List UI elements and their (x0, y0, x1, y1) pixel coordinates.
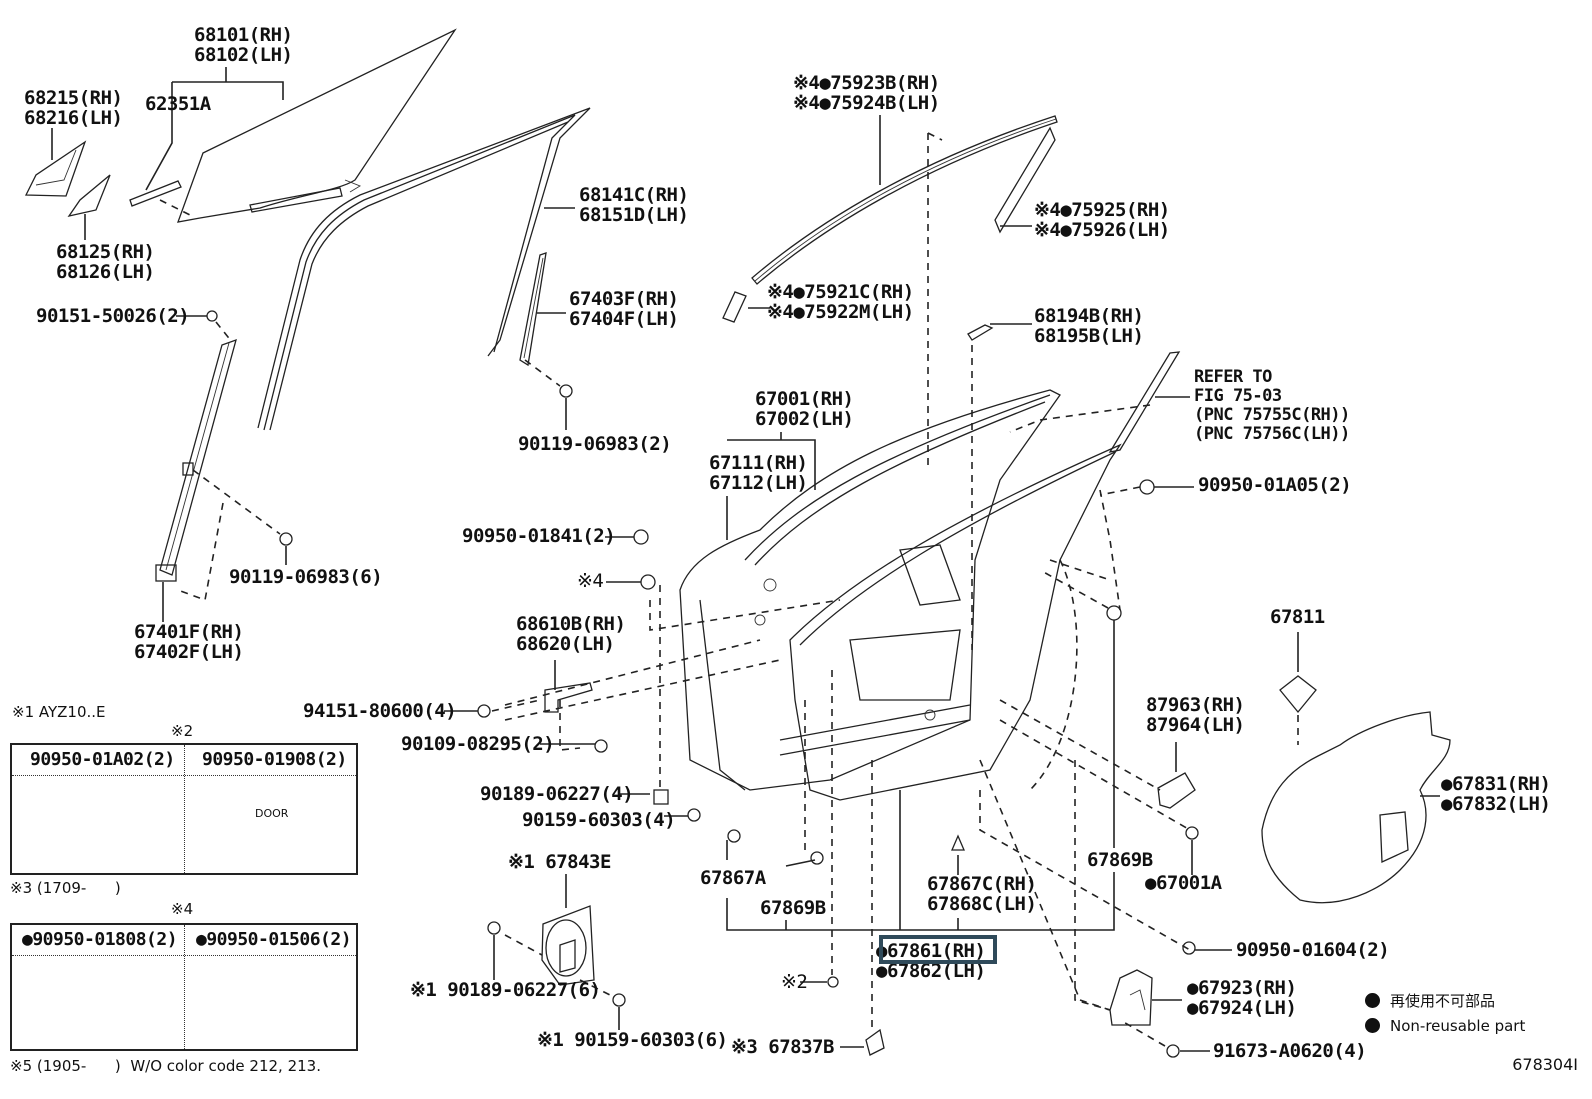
note-mark3: ※3 (1709- ) (10, 879, 121, 897)
hinge-68610B[interactable] (544, 682, 593, 751)
label-68215[interactable]: 68215(RH)68216(LH) (24, 87, 123, 129)
label-90151[interactable]: 90151-50026(2) (36, 305, 190, 327)
door-guide-lines (504, 489, 1191, 1030)
label-67837B[interactable]: ※3 67837B (731, 1036, 834, 1058)
label-67831[interactable]: ●67831(RH)●67832(LH) (1441, 773, 1551, 815)
label-67001A[interactable]: ●67001A (1145, 872, 1222, 894)
label-90189-6[interactable]: ※1 90189-06227(6) (410, 979, 601, 1001)
label-90119-6[interactable]: 90119-06983(6) (229, 566, 383, 588)
selected-part-highlight[interactable] (879, 935, 997, 964)
cover-67811[interactable] (1279, 675, 1317, 745)
label-91673[interactable]: 91673-A0620(4) (1213, 1040, 1367, 1062)
table4-col2[interactable]: ●90950-01506(2) (196, 929, 352, 950)
non-reusable-bullet-icon (1365, 993, 1380, 1008)
label-68141[interactable]: 68141C(RH)68151D(LH) (579, 184, 689, 226)
label-90119-2[interactable]: 90119-06983(2) (518, 433, 672, 455)
table2-mark: ※2 (171, 722, 194, 740)
table4-col1[interactable]: ●90950-01808(2) (22, 929, 178, 950)
quarter-glass-68125[interactable] (67, 174, 111, 217)
label-68125[interactable]: 68125(RH)68126(LH) (56, 241, 155, 283)
label-67869B-left[interactable]: 67869B (760, 897, 826, 919)
label-62351A[interactable]: 62351A (145, 93, 211, 115)
label-94151[interactable]: 94151-80600(4) (303, 700, 457, 722)
door-panel-67001[interactable] (679, 389, 1122, 801)
figure-id: 678304I (1512, 1055, 1578, 1074)
service-hole-cover-67831[interactable] (1261, 711, 1451, 904)
moulding-75921C[interactable] (722, 291, 747, 323)
glass-channel-62351A[interactable] (129, 180, 191, 216)
fastener-icons (477, 479, 1199, 1058)
table2-col2[interactable]: 90950-01908(2) (202, 749, 347, 770)
legend: 再使用不可部品 Non-reusable part (1365, 988, 1525, 1038)
bracket-68194B[interactable] (967, 324, 994, 650)
label-67861[interactable]: ●67861(RH)●67862(LH) (876, 940, 986, 982)
label-67869B-right[interactable]: 67869B (1087, 849, 1153, 871)
non-reusable-bullet-icon (1365, 1018, 1380, 1033)
label-67867C[interactable]: 67867C(RH)67868C(LH) (927, 873, 1037, 915)
label-68101[interactable]: 68101(RH)68102(LH) (194, 24, 293, 66)
speaker-cover-67843E[interactable] (487, 905, 626, 1007)
door-plug-text: DOOR (255, 807, 289, 820)
trim-cover-67923[interactable] (1109, 969, 1153, 1026)
label-68610B[interactable]: 68610B(RH)68620(LH) (516, 613, 626, 655)
table4-mark: ※4 (171, 900, 194, 918)
label-mark4-plug[interactable]: ※4 (577, 570, 604, 592)
label-75923B[interactable]: ※4●75923B(RH)※4●75924B(LH) (793, 72, 940, 114)
label-75925[interactable]: ※4●75925(RH)※4●75926(LH) (1034, 199, 1170, 241)
label-67001[interactable]: 67001(RH)67002(LH) (755, 388, 854, 430)
bolt-icons (177, 310, 573, 602)
label-67403[interactable]: 67403F(RH)67404F(LH) (569, 288, 679, 330)
legend-item-jp: 再使用不可部品 (1365, 988, 1525, 1013)
pillar-garnish-ref[interactable] (1009, 351, 1181, 453)
guide-line (927, 132, 943, 141)
label-90109[interactable]: 90109-08295(2) (401, 733, 555, 755)
legend-item-en: Non-reusable part (1365, 1013, 1525, 1038)
label-87963[interactable]: 87963(RH)87964(LH) (1146, 694, 1245, 736)
table4-box: ●90950-01808(2) ●90950-01506(2) (10, 923, 358, 1051)
label-67111[interactable]: 67111(RH)67112(LH) (709, 452, 808, 494)
table2-col1[interactable]: 90950-01A02(2) (30, 749, 175, 770)
label-67811[interactable]: 67811 (1270, 606, 1325, 628)
channel-67403F[interactable] (519, 252, 547, 367)
sensor-87963[interactable] (1157, 772, 1196, 809)
label-90950-01A05[interactable]: 90950-01A05(2) (1198, 474, 1352, 496)
label-90159-4[interactable]: 90159-60303(4) (522, 809, 676, 831)
label-67401F[interactable]: 67401F(RH)67402F(LH) (134, 621, 244, 663)
table2-box: 90950-01A02(2) 90950-01908(2) DOOR (10, 743, 358, 875)
glass-run-68141[interactable] (257, 107, 591, 431)
label-90950-01604[interactable]: 90950-01604(2) (1236, 939, 1390, 961)
label-68194B[interactable]: 68194B(RH)68195B(LH) (1034, 305, 1144, 347)
label-67923[interactable]: ●67923(RH)●67924(LH) (1187, 977, 1297, 1019)
label-90159-6[interactable]: ※1 90159-60303(6) (537, 1029, 728, 1051)
leader-lines (51, 67, 1440, 1052)
label-75921C[interactable]: ※4●75921C(RH)※4●75922M(LH) (767, 281, 914, 323)
moulding-75923B[interactable] (751, 115, 1058, 285)
door-glass-68101[interactable] (177, 28, 457, 223)
label-67867A[interactable]: 67867A (700, 867, 766, 889)
label-mark2-plug[interactable]: ※2 (781, 971, 808, 993)
label-90189-4[interactable]: 90189-06227(4) (480, 783, 634, 805)
channel-67401F[interactable] (155, 338, 237, 582)
note-mark1: ※1 AYZ10..E (12, 703, 106, 721)
label-67843E[interactable]: ※1 67843E (508, 851, 611, 873)
label-90950-01841[interactable]: 90950-01841(2) (462, 525, 616, 547)
quarter-glass-68215[interactable] (24, 140, 87, 197)
moulding-75925[interactable] (994, 126, 1056, 234)
note-mark5: ※5 (1905- ) W/O color code 212, 213. (10, 1057, 321, 1075)
